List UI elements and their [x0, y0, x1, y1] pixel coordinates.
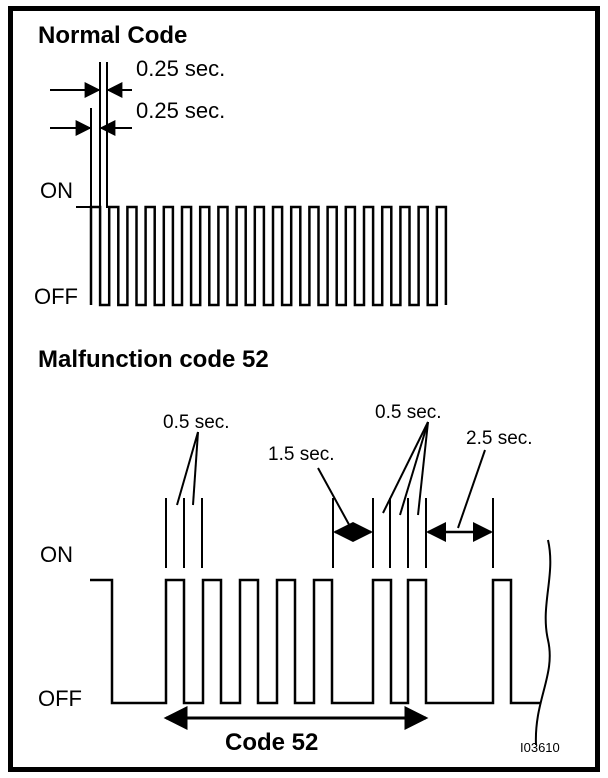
label-2-5-sec: 2.5 sec. [466, 428, 533, 449]
label-0-5-sec-left: 0.5 sec. [163, 412, 230, 433]
figure-id: I03610 [520, 740, 560, 755]
label-1-5-sec: 1.5 sec. [268, 444, 335, 465]
malfunction-code-waveform [90, 578, 540, 705]
normal-on-label: ON [40, 178, 73, 203]
malfunction-extension-lines [165, 498, 494, 568]
malfunction-off-label: OFF [38, 686, 82, 711]
normal-off-label: OFF [34, 284, 78, 309]
normal-dim-top-label: 0.25 sec. [136, 56, 225, 81]
waveform-break-mark [534, 539, 552, 746]
leader-0-5-left-a [176, 431, 199, 506]
normal-dim-bottom-label: 0.25 sec. [136, 98, 225, 123]
normal-title: Normal Code [38, 22, 187, 49]
normal-code-waveform [89, 205, 448, 307]
leader-0-5-left-b [192, 431, 199, 506]
leader-1-5 [317, 467, 353, 531]
leader-0-5-right-c [417, 421, 429, 516]
leader-0-5-right-a [382, 421, 429, 514]
leader-2-5 [457, 449, 486, 529]
label-0-5-sec-right: 0.5 sec. [375, 402, 442, 423]
code-52-label: Code 52 [225, 729, 318, 756]
malfunction-title: Malfunction code 52 [38, 346, 269, 373]
malfunction-on-label: ON [40, 542, 73, 567]
leader-0-5-right-b [399, 421, 429, 516]
